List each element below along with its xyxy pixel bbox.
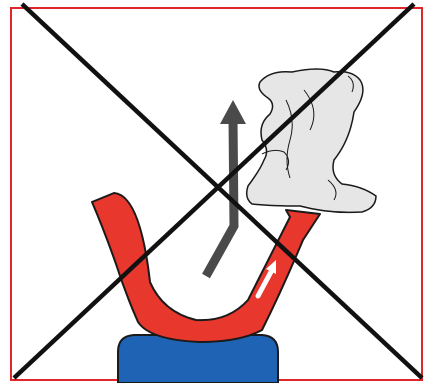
up-arrow-icon [206,100,246,276]
